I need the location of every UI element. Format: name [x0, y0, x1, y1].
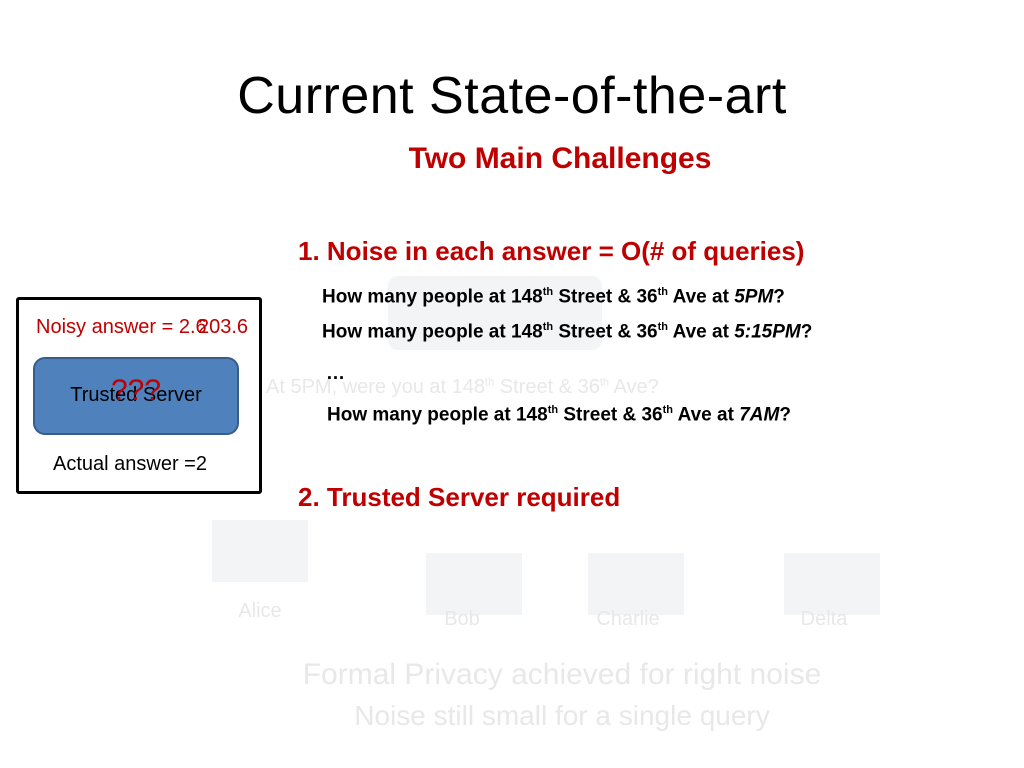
trusted-server-label: Trusted Server: [70, 384, 202, 406]
faded-label-charlie: Charlie: [596, 608, 660, 630]
faded-query-box: [388, 276, 602, 350]
actual-answer-label: Actual answer =2: [53, 453, 207, 475]
challenge-2-heading: 2. Trusted Server required: [298, 482, 621, 512]
faded-avatar-alice: [212, 520, 308, 582]
faded-label-bob: Bob: [444, 608, 480, 630]
faded-avatar-delta: [784, 553, 880, 615]
query-line-3: How many people at 148th Street & 36th A…: [327, 404, 791, 426]
question-marks: ???: [110, 374, 162, 407]
noisy-answer-overlap: 203.6: [198, 316, 249, 338]
trusted-server-diagram: [16, 297, 262, 494]
trusted-server-box: [33, 357, 239, 435]
faded-avatar-charlie: [588, 553, 684, 615]
faded-footer-2: Noise still small for a single query: [354, 700, 770, 731]
faded-avatar-bob: [426, 553, 522, 615]
faded-footer-1: Formal Privacy achieved for right noise: [302, 658, 822, 691]
slide-title: Current State-of-the-art: [237, 67, 787, 125]
query-ellipsis: …: [326, 363, 345, 384]
noisy-answer-label: Noisy answer = 2.6: [36, 316, 207, 338]
faded-label-delta: Delta: [800, 608, 848, 630]
challenge-1-heading: 1. Noise in each answer = O(# of queries…: [298, 236, 805, 266]
slide-subtitle: Two Main Challenges: [408, 142, 712, 175]
query-line-1: How many people at 148th Street & 36th A…: [322, 286, 785, 308]
faded-label-alice: Alice: [238, 600, 282, 622]
faded-question: At 5PM, were you at 148th Street & 36th …: [266, 376, 659, 398]
query-line-2: How many people at 148th Street & 36th A…: [322, 321, 813, 343]
